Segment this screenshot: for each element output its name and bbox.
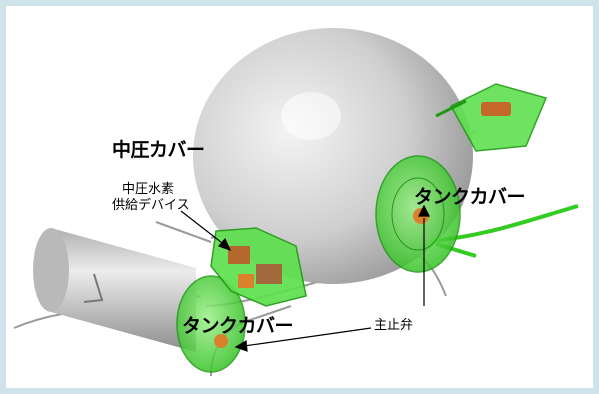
hydrogen-tank-illustration bbox=[13, 28, 579, 377]
tank-cover-left-label: タンクカバー bbox=[182, 315, 294, 337]
upper-green-bracket bbox=[435, 83, 548, 152]
small-tank bbox=[33, 228, 196, 352]
hydrogen-supply-label-line1: 中圧水素 bbox=[122, 182, 175, 197]
medium-pressure-cover-label: 中圧カバー bbox=[112, 139, 205, 161]
hydrogen-supply-label-line2: 供給デバイス bbox=[112, 198, 190, 213]
tank-cover-right-label: タンクカバー bbox=[414, 186, 526, 208]
leader-lines bbox=[180, 204, 430, 352]
left-tank-cover bbox=[176, 275, 246, 373]
diagram-frame: 中圧カバー 中圧水素 供給デバイス タンクカバー タンクカバー 主止弁 bbox=[6, 6, 593, 388]
right-tank-cover bbox=[375, 155, 461, 273]
medium-pressure-device bbox=[210, 227, 307, 307]
main-stop-valve-label: 主止弁 bbox=[374, 318, 414, 333]
